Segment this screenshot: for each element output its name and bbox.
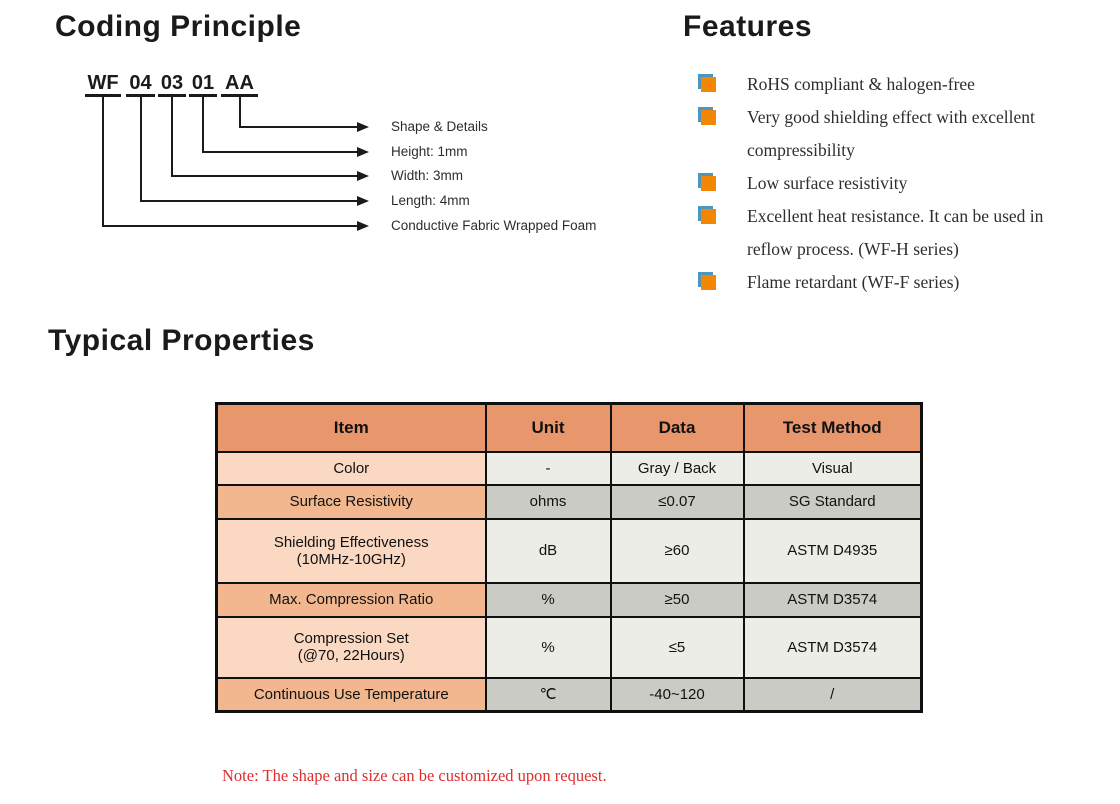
code-label-shape: Shape & Details xyxy=(391,119,488,134)
square-bullet-icon xyxy=(701,110,716,125)
column-header-data: Data xyxy=(609,402,745,453)
cell-item: Continuous Use Temperature xyxy=(215,676,487,713)
code-label-width: Width: 3mm xyxy=(391,168,464,183)
code-label-height: Height: 1mm xyxy=(391,144,468,159)
cell-item: Shielding Effectiveness (10MHz-10GHz) xyxy=(215,517,487,584)
arrow-icon xyxy=(357,147,369,157)
cell-unit: dB xyxy=(484,517,612,584)
cell-item: Color xyxy=(215,450,487,486)
cell-unit: ohms xyxy=(484,483,612,520)
arrow-icon xyxy=(357,171,369,181)
feature-text: Very good shielding effect with excellen… xyxy=(747,107,1035,160)
arrow-icon xyxy=(357,122,369,132)
cell-unit: % xyxy=(484,581,612,618)
feature-text: Excellent heat resistance. It can be use… xyxy=(747,206,1044,259)
cell-test-method: / xyxy=(742,676,923,713)
code-segment-series: WF xyxy=(85,72,121,97)
features-list: RoHS compliant & halogen-free Very good … xyxy=(698,68,1108,299)
connector-line xyxy=(102,97,104,227)
table-row: Color - Gray / Back Visual xyxy=(215,450,923,486)
cell-data: ≤0.07 xyxy=(609,483,745,520)
cell-test-method: Visual xyxy=(742,450,923,486)
feature-item: Flame retardant (WF-F series) xyxy=(698,266,1108,299)
code-segment-height: 01 xyxy=(189,72,217,97)
connector-line xyxy=(171,97,173,177)
code-label-length: Length: 4mm xyxy=(391,193,470,208)
customization-note: Note: The shape and size can be customiz… xyxy=(222,766,607,785)
feature-item: Very good shielding effect with excellen… xyxy=(698,101,1108,167)
typical-properties-table: Item Unit Data Test Method Color - Gray … xyxy=(215,402,923,713)
cell-data: Gray / Back xyxy=(609,450,745,486)
feature-text: Flame retardant (WF-F series) xyxy=(747,272,960,292)
feature-item: RoHS compliant & halogen-free xyxy=(698,68,1108,101)
connector-line xyxy=(140,200,357,202)
square-bullet-icon xyxy=(701,275,716,290)
cell-unit: ℃ xyxy=(484,676,612,713)
arrow-icon xyxy=(357,221,369,231)
cell-data: ≥60 xyxy=(609,517,745,584)
square-bullet-icon xyxy=(701,209,716,224)
cell-test-method: SG Standard xyxy=(742,483,923,520)
cell-item: Surface Resistivity xyxy=(215,483,487,520)
connector-line xyxy=(239,126,357,128)
feature-text: RoHS compliant & halogen-free xyxy=(747,74,975,94)
feature-item: Excellent heat resistance. It can be use… xyxy=(698,200,1108,266)
table-row: Shielding Effectiveness (10MHz-10GHz) dB… xyxy=(215,517,923,584)
connector-line xyxy=(140,97,142,202)
table-row: Surface Resistivity ohms ≤0.07 SG Standa… xyxy=(215,483,923,520)
table-header-row: Item Unit Data Test Method xyxy=(215,402,923,453)
cell-unit: - xyxy=(484,450,612,486)
cell-unit: % xyxy=(484,615,612,679)
connector-line xyxy=(102,225,357,227)
cell-data: ≥50 xyxy=(609,581,745,618)
cell-data: ≤5 xyxy=(609,615,745,679)
column-header-unit: Unit xyxy=(484,402,612,453)
features-title: Features xyxy=(683,10,813,43)
connector-line xyxy=(239,97,241,128)
cell-item: Max. Compression Ratio xyxy=(215,581,487,618)
arrow-icon xyxy=(357,196,369,206)
connector-line xyxy=(171,175,357,177)
cell-item: Compression Set (@70, 22Hours) xyxy=(215,615,487,679)
code-segment-shape: AA xyxy=(221,72,258,97)
square-bullet-icon xyxy=(701,176,716,191)
cell-test-method: ASTM D3574 xyxy=(742,581,923,618)
coding-principle-title: Coding Principle xyxy=(55,10,302,43)
column-header-test-method: Test Method xyxy=(742,402,923,453)
square-bullet-icon xyxy=(701,77,716,92)
column-header-item: Item xyxy=(215,402,487,453)
connector-line xyxy=(202,97,204,153)
cell-data: -40~120 xyxy=(609,676,745,713)
cell-test-method: ASTM D4935 xyxy=(742,517,923,584)
connector-line xyxy=(202,151,357,153)
feature-item: Low surface resistivity xyxy=(698,167,1108,200)
code-segment-width: 03 xyxy=(158,72,186,97)
cell-test-method: ASTM D3574 xyxy=(742,615,923,679)
typical-properties-title: Typical Properties xyxy=(48,324,315,357)
feature-text: Low surface resistivity xyxy=(747,173,908,193)
code-segment-length: 04 xyxy=(126,72,155,97)
code-label-material: Conductive Fabric Wrapped Foam xyxy=(391,218,597,233)
table-row: Continuous Use Temperature ℃ -40~120 / xyxy=(215,676,923,713)
table-row: Max. Compression Ratio % ≥50 ASTM D3574 xyxy=(215,581,923,618)
table-row: Compression Set (@70, 22Hours) % ≤5 ASTM… xyxy=(215,615,923,679)
